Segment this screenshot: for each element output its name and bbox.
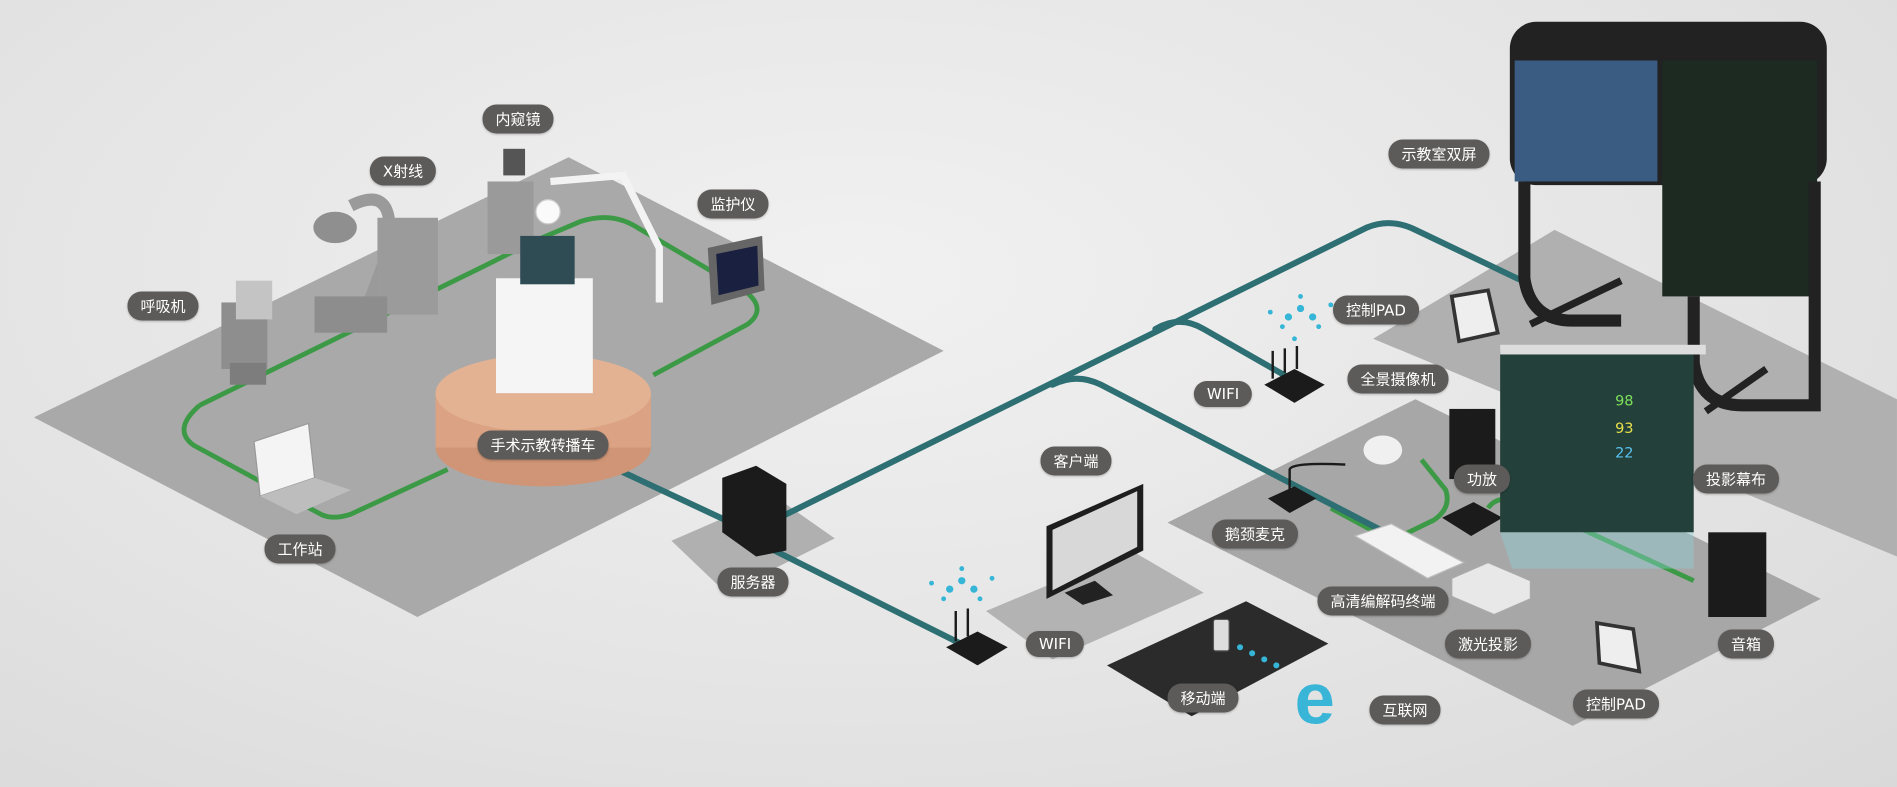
label-workstation: 工作站 bbox=[264, 534, 336, 564]
camera-boom-arm bbox=[550, 171, 663, 303]
screen-readout-1: 98 bbox=[1615, 393, 1633, 409]
label-amplifier: 功放 bbox=[1453, 464, 1511, 494]
classroom-lower-platform bbox=[1167, 399, 1821, 726]
control-pad-top-device bbox=[1449, 288, 1500, 344]
lan-cable-loop bbox=[181, 215, 760, 520]
label-xray: X射线 bbox=[369, 156, 437, 186]
label-gooseneck-mic: 鹅颈麦克 bbox=[1211, 519, 1299, 549]
label-server: 服务器 bbox=[717, 567, 789, 597]
label-dual-screen: 示教室双屏 bbox=[1388, 139, 1490, 169]
label-control-pad-top: 控制PAD bbox=[1333, 295, 1419, 325]
workstation-laptop bbox=[253, 422, 351, 515]
label-wifi-bottom: WIFI bbox=[1025, 631, 1085, 657]
network-cables bbox=[613, 220, 1525, 651]
dual-screen-display bbox=[1509, 21, 1827, 415]
endoscope-tower bbox=[487, 148, 534, 255]
label-client: 客户端 bbox=[1040, 446, 1112, 476]
label-control-pad-bottom: 控制PAD bbox=[1573, 689, 1659, 719]
label-wifi-top: WIFI bbox=[1193, 381, 1253, 407]
label-cart: 手术示教转播车 bbox=[477, 430, 609, 460]
wifi-router-bottom bbox=[946, 608, 1008, 666]
screen-readout-3: 22 bbox=[1615, 445, 1633, 461]
internet-e-icon: e bbox=[1294, 658, 1334, 739]
projection-screen: 98 93 22 bbox=[1500, 344, 1706, 569]
label-speaker: 音箱 bbox=[1717, 629, 1775, 659]
control-pad-bottom-device bbox=[1594, 620, 1642, 674]
server-tower bbox=[722, 465, 787, 557]
label-ventilator: 呼吸机 bbox=[127, 291, 199, 321]
wifi-signal-dots bbox=[929, 293, 1334, 669]
label-hd-codec: 高清编解码终端 bbox=[1317, 586, 1449, 616]
label-mobile: 移动端 bbox=[1167, 683, 1239, 713]
label-internet: 互联网 bbox=[1369, 695, 1441, 725]
screen-readout-2: 93 bbox=[1615, 421, 1633, 437]
patient-monitor-device bbox=[707, 235, 765, 305]
panorama-camera-device bbox=[1363, 435, 1403, 465]
client-monitor bbox=[1046, 483, 1144, 605]
wifi-router-top bbox=[1264, 346, 1325, 403]
gooseneck-mic-device bbox=[1267, 462, 1346, 513]
label-endoscope: 内窥镜 bbox=[482, 104, 554, 134]
label-monitor: 监护仪 bbox=[697, 189, 769, 219]
amplifier-device bbox=[1442, 502, 1503, 536]
mobile-mat bbox=[1106, 601, 1329, 717]
speaker-device bbox=[1708, 532, 1767, 617]
label-panorama-camera: 全景摄像机 bbox=[1347, 364, 1449, 394]
ventilator-device bbox=[221, 280, 273, 385]
xray-c-arm-device bbox=[313, 193, 438, 333]
hd-codec-device bbox=[1353, 523, 1466, 579]
label-laser-projector: 激光投影 bbox=[1444, 629, 1532, 659]
label-projection-screen: 投影幕布 bbox=[1692, 464, 1780, 494]
mobile-phone bbox=[1212, 618, 1230, 652]
laser-projector-device bbox=[1451, 561, 1532, 616]
